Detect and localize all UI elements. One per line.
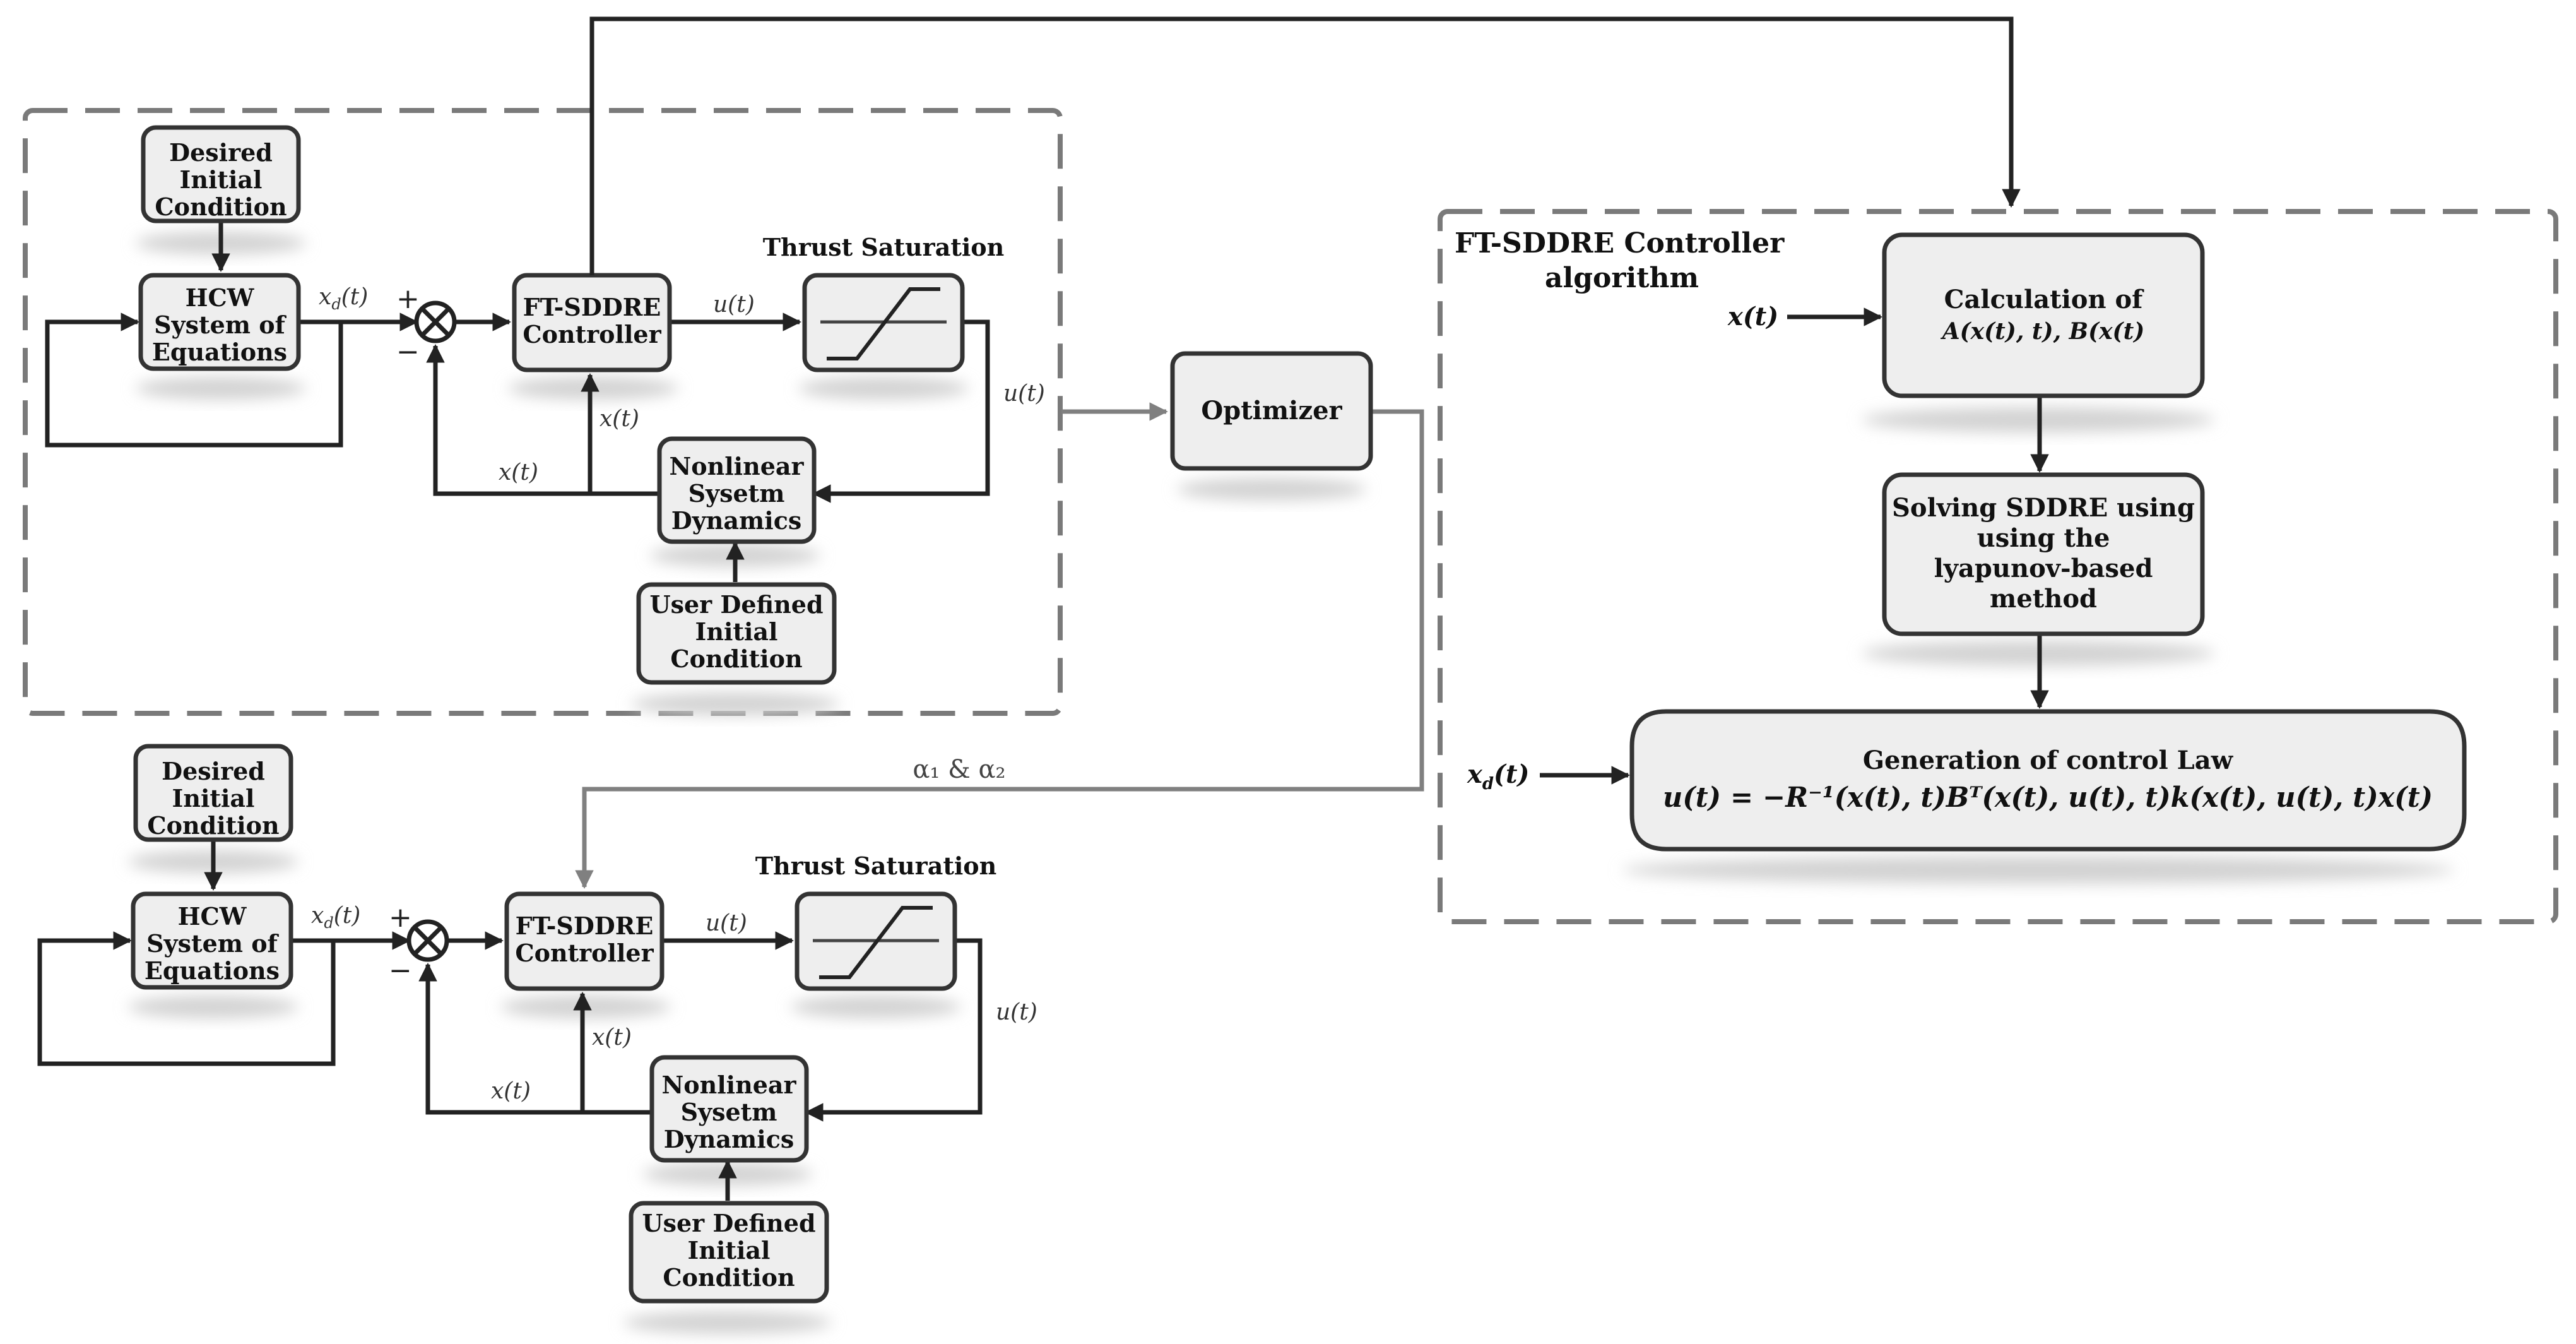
bottom-desired-l2: Initial bbox=[172, 784, 255, 812]
algorithm-title-l2: algorithm bbox=[1545, 262, 1699, 294]
top-desired-l2: Initial bbox=[180, 165, 263, 194]
bottom-xd-label: xd(t) bbox=[311, 903, 360, 932]
top-x-label-2: x(t) bbox=[499, 460, 538, 485]
top-xd-label: xd(t) bbox=[319, 284, 368, 313]
top-desired-l1: Desired bbox=[169, 138, 273, 167]
bottom-user-l1: User Defined bbox=[642, 1209, 815, 1237]
top-user-l1: User Defined bbox=[649, 590, 823, 619]
solve-l2: using the bbox=[1977, 523, 2110, 553]
bottom-controller-l2: Controller bbox=[515, 939, 654, 967]
top-thrust-title: Thrust Saturation bbox=[763, 233, 1005, 261]
bottom-user-l3: Condition bbox=[663, 1263, 795, 1292]
bottom-nonlinear-l3: Dynamics bbox=[664, 1125, 794, 1153]
bottom-minus-sign: − bbox=[389, 954, 412, 987]
solve-l3: lyapunov-based bbox=[1934, 554, 2153, 583]
control-law-block bbox=[1629, 709, 2467, 852]
bottom-x-label-1: x(t) bbox=[592, 1025, 632, 1050]
bottom-x-label-2: x(t) bbox=[491, 1078, 531, 1104]
bottom-hcw-l1: HCW bbox=[178, 902, 247, 931]
bottom-hcw-l3: Equations bbox=[145, 956, 280, 985]
solve-l4: method bbox=[1990, 584, 2097, 614]
top-nonlinear-l3: Dynamics bbox=[671, 506, 801, 535]
optimizer-block: Optimizer bbox=[1170, 351, 1373, 501]
calc-l2: A(x(t), t), B(x(t) bbox=[1941, 318, 2145, 345]
top-hcw-l3: Equations bbox=[152, 338, 287, 366]
calc-l1: Calculation of bbox=[1944, 285, 2145, 314]
bottom-closed-loop: Desired Initial Condition HCW System of … bbox=[40, 746, 1037, 1334]
x-input-label: x(t) bbox=[1727, 302, 1778, 331]
top-closed-loop: Desired Initial Condition HCW System of … bbox=[47, 128, 1045, 715]
top-controller-l2: Controller bbox=[523, 320, 661, 348]
algorithm-panel: FT-SDDRE Controller algorithm x(t) xd(t)… bbox=[1455, 227, 2467, 884]
bottom-thrust-title: Thrust Saturation bbox=[755, 852, 997, 880]
top-user-l3: Condition bbox=[670, 645, 802, 673]
top-u-label-2: u(t) bbox=[1003, 381, 1045, 407]
bottom-plus-sign: + bbox=[389, 901, 412, 934]
top-user-l2: Initial bbox=[695, 617, 778, 646]
solve-sddre-block bbox=[1882, 472, 2205, 636]
bottom-u-label-2: u(t) bbox=[996, 999, 1037, 1025]
calculation-block bbox=[1882, 232, 2205, 398]
bottom-nonlinear-l1: Nonlinear bbox=[661, 1071, 796, 1099]
control-law-equation: u(t) = −R⁻¹(x(t), t)Bᵀ(x(t), u(t), t)k(x… bbox=[1663, 782, 2433, 814]
controller-to-algorithm-wire bbox=[589, 16, 2021, 275]
top-controller-l1: FT-SDDRE bbox=[523, 293, 661, 321]
bottom-hcw-l2: System of bbox=[146, 929, 279, 958]
top-hcw-l1: HCW bbox=[186, 283, 255, 312]
bottom-desired-l1: Desired bbox=[162, 757, 265, 785]
top-desired-l3: Condition bbox=[155, 193, 287, 221]
top-nonlinear-l2: Sysetm bbox=[688, 479, 785, 508]
solve-l1: Solving SDDRE using bbox=[1892, 493, 2195, 523]
top-plus-sign: + bbox=[396, 283, 420, 315]
top-nonlinear-l1: Nonlinear bbox=[669, 452, 804, 480]
simulation-frame bbox=[23, 108, 1063, 716]
bottom-controller-l1: FT-SDDRE bbox=[516, 912, 654, 940]
bottom-u-label-1: u(t) bbox=[706, 910, 747, 936]
bottom-user-l2: Initial bbox=[688, 1236, 771, 1264]
top-hcw-l2: System of bbox=[154, 311, 287, 339]
algorithm-title-l1: FT-SDDRE Controller bbox=[1455, 227, 1785, 259]
bottom-desired-l3: Condition bbox=[147, 811, 279, 840]
top-u-label-1: u(t) bbox=[713, 292, 755, 318]
algorithm-frame bbox=[1438, 209, 2558, 924]
xd-input-label: xd(t) bbox=[1467, 759, 1529, 794]
optimizer-label: Optimizer bbox=[1201, 396, 1342, 425]
top-minus-sign: − bbox=[396, 336, 420, 368]
bottom-nonlinear-l2: Sysetm bbox=[681, 1098, 777, 1126]
alpha-label: α₁ & α₂ bbox=[913, 755, 1005, 784]
top-x-label-1: x(t) bbox=[600, 406, 639, 432]
control-law-title: Generation of control Law bbox=[1863, 746, 2234, 775]
optimizer-to-controller-wire bbox=[575, 409, 1424, 889]
